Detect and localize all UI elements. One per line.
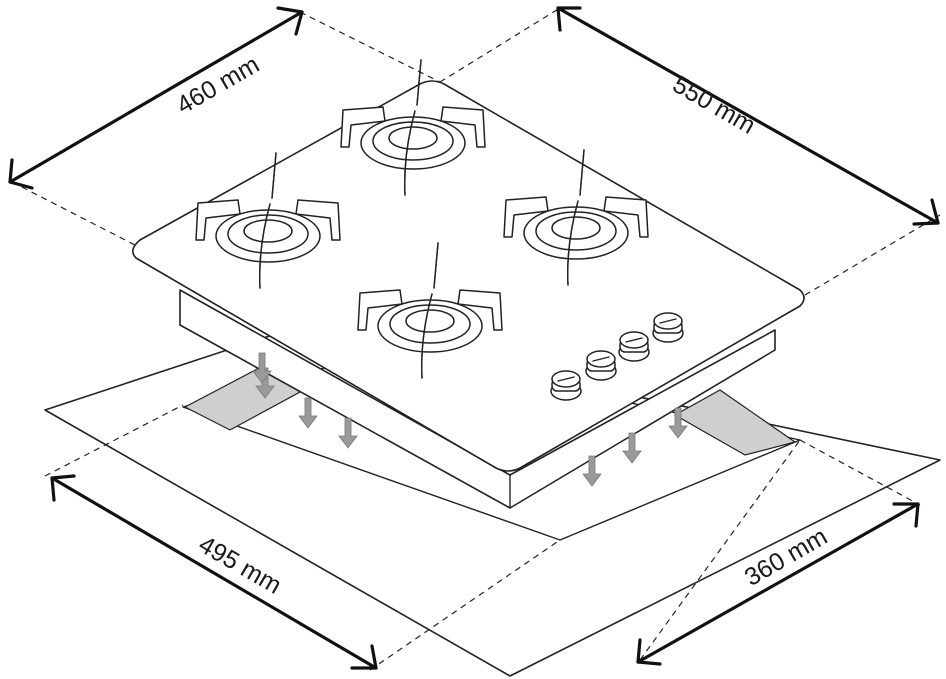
arrow-down-icon <box>298 397 318 429</box>
knob[interactable] <box>652 312 684 343</box>
grate-wing-right <box>603 196 649 238</box>
arrow-down-icon <box>668 407 688 439</box>
arrowhead-icon <box>912 198 940 226</box>
burner-cap <box>388 126 438 150</box>
dim-line-depth-top <box>8 10 304 184</box>
burner-cap <box>405 309 455 333</box>
arrowhead-icon <box>8 158 34 190</box>
grate-wing-left <box>195 199 241 241</box>
burner-cap <box>243 219 293 243</box>
grate-wing-right <box>457 289 503 331</box>
grate-arm-vertical-inner <box>567 149 585 286</box>
dim-line-cutout-depth <box>636 502 920 664</box>
guide-lines <box>11 7 941 671</box>
arrowhead-icon <box>350 644 378 670</box>
install-arrows <box>252 352 688 487</box>
arrowhead-icon <box>276 6 304 36</box>
control-knobs <box>550 312 684 401</box>
arrowhead-icon <box>556 6 582 32</box>
grate-arm-vertical-inner <box>259 152 277 289</box>
dim-label-width-top: 550 mm <box>668 70 760 139</box>
hob-top-plate <box>132 80 805 472</box>
arrowhead-icon <box>892 502 920 528</box>
burner-back <box>340 59 486 196</box>
grate-wing-right <box>295 199 341 241</box>
knob[interactable] <box>618 331 650 362</box>
burner-front <box>357 242 503 379</box>
burners <box>195 59 649 379</box>
arrowhead-icon <box>636 638 662 666</box>
grate-wing-left <box>357 289 403 331</box>
hob <box>132 80 805 509</box>
dim-line-width-top <box>556 6 940 225</box>
arrow-down-icon <box>622 432 642 464</box>
arrow-down-icon <box>252 352 272 384</box>
cutout-shade-right <box>673 389 797 456</box>
dim-line-cutout-width <box>50 476 378 670</box>
grate-wing-right <box>440 106 486 148</box>
burner-cap <box>551 216 601 240</box>
burner-left <box>195 152 341 289</box>
knob[interactable] <box>550 370 582 401</box>
arrow-down-icon <box>338 417 358 449</box>
grate-wing-left <box>340 106 386 148</box>
arrowhead-icon <box>50 474 76 502</box>
burner-right <box>503 149 649 286</box>
knob[interactable] <box>585 350 617 381</box>
grate-wing-left <box>503 196 549 238</box>
grate-arm-vertical-inner <box>421 242 439 379</box>
grate-arm-vertical-inner <box>404 59 422 196</box>
arrow-down-icon <box>582 455 602 487</box>
dimension-lines <box>8 6 940 670</box>
